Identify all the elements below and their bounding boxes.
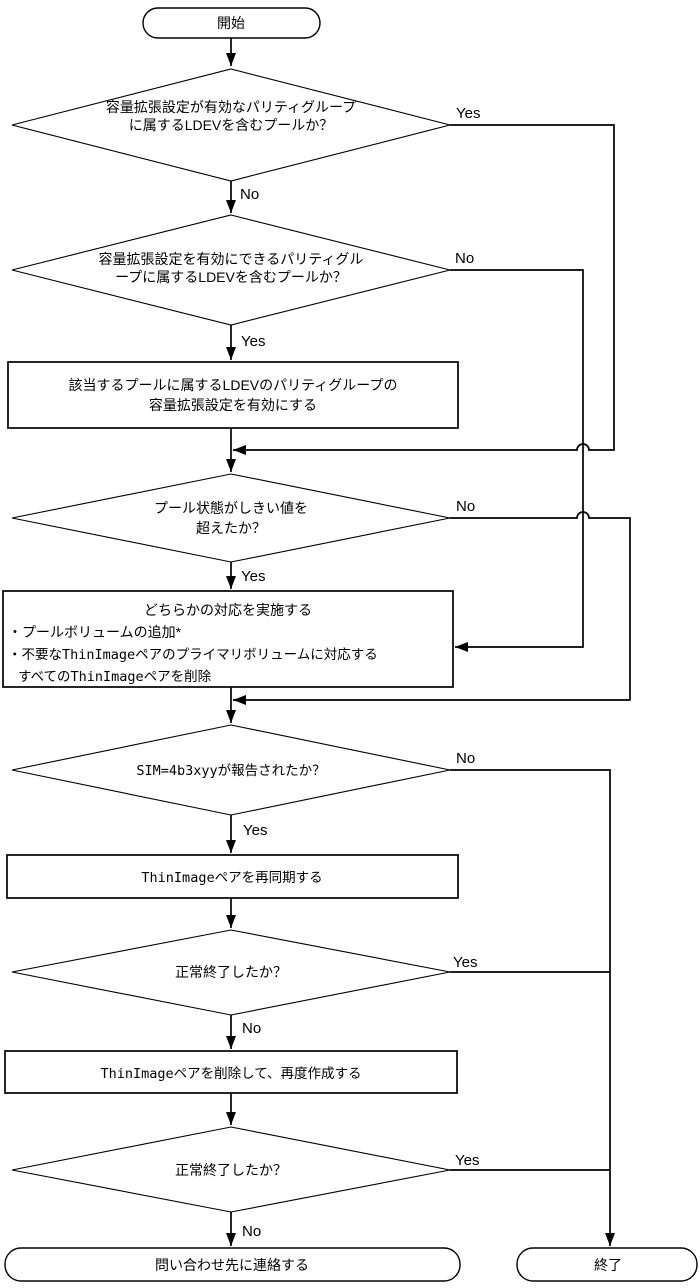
d4-text-line1: SIM=4b3xyyが報告されたか？ bbox=[136, 763, 325, 779]
node-d1-decision: 容量拡張設定が有効なパリティグループ に属するLDEVを含むプールか？ bbox=[11, 68, 451, 182]
edge-label-d2-yes: Yes bbox=[241, 333, 265, 350]
d6-text-line1: 正常終了したか？ bbox=[175, 1162, 287, 1178]
d1-text-line2: に属するLDEVを含むプールか？ bbox=[129, 117, 334, 133]
p2-process-shape bbox=[2, 590, 454, 688]
node-p3-process: ThinImageペアを再同期する bbox=[6, 854, 459, 899]
p1-text-line2: 容量拡張設定を有効にする bbox=[149, 397, 317, 413]
node-p2-process: どちらかの対応を実施する ・プールボリュームの追加* ・不要なThinImage… bbox=[2, 590, 454, 688]
edge-label-d5-yes: Yes bbox=[453, 954, 477, 971]
p2-text-line3: ・不要なThinImageペアのプライマリボリュームに対応する bbox=[8, 647, 378, 663]
end-label: 終了 bbox=[594, 1257, 622, 1273]
contact-terminator-shape bbox=[4, 1247, 461, 1282]
edge-d2-no bbox=[450, 269, 584, 652]
end-terminator-shape bbox=[516, 1247, 698, 1282]
d3-text-line2: 超えたか？ bbox=[196, 520, 266, 536]
p3-process-shape bbox=[6, 854, 459, 899]
p2-text-line1: どちらかの対応を実施する bbox=[144, 602, 312, 618]
edge-label-d4-yes: Yes bbox=[243, 822, 267, 839]
edge-label-d1-no: No bbox=[240, 186, 259, 203]
edge-d4-no bbox=[450, 769, 615, 1246]
edges bbox=[226, 38, 631, 1246]
node-contact-terminator: 問い合わせ先に連絡する bbox=[4, 1247, 461, 1282]
d2-text-line1: 容量拡張設定を有効にできるパリティグル bbox=[99, 251, 364, 267]
p2-text-line2: ・プールボリュームの追加* bbox=[8, 624, 182, 640]
edge-label-d3-no: No bbox=[456, 498, 475, 515]
edge-d3-no bbox=[233, 511, 631, 705]
edge-d1-yes bbox=[233, 124, 615, 455]
d5-text-line1: 正常終了したか？ bbox=[175, 964, 287, 980]
d3-diamond-shape bbox=[11, 473, 451, 563]
p2-text-line4: すべてのThinImageペアを削除 bbox=[18, 669, 212, 685]
d6-diamond-shape bbox=[11, 1126, 451, 1213]
d3-text-line1: プール状態がしきい値を bbox=[154, 500, 308, 516]
d2-diamond-shape bbox=[11, 214, 451, 326]
d5-diamond-shape bbox=[11, 929, 451, 1016]
node-d6-decision: 正常終了したか？ bbox=[11, 1126, 451, 1213]
node-d3-decision: プール状態がしきい値を 超えたか？ bbox=[11, 473, 451, 563]
edge-labels: Yes No No Yes No Yes No Yes Yes No Yes N… bbox=[240, 105, 480, 1240]
edge-label-d6-yes: Yes bbox=[455, 1152, 479, 1169]
p4-text-line1: ThinImageペアを削除して、再度作成する bbox=[100, 1066, 361, 1082]
d1-text-line1: 容量拡張設定が有効なパリティグループ bbox=[106, 99, 356, 115]
d4-diamond-shape bbox=[11, 724, 451, 816]
p4-process-shape bbox=[4, 1050, 458, 1094]
node-p4-process: ThinImageペアを削除して、再度作成する bbox=[4, 1050, 458, 1094]
start-terminator-shape bbox=[142, 7, 321, 39]
edge-label-d5-no: No bbox=[242, 1020, 261, 1037]
contact-label: 問い合わせ先に連絡する bbox=[155, 1257, 309, 1273]
node-end-terminator: 終了 bbox=[516, 1247, 698, 1282]
node-start-terminator: 開始 bbox=[142, 7, 321, 39]
start-label: 開始 bbox=[217, 15, 245, 31]
edge-label-d3-yes: Yes bbox=[241, 568, 265, 585]
edge-label-d6-no: No bbox=[242, 1223, 261, 1240]
node-d5-decision: 正常終了したか？ bbox=[11, 929, 451, 1016]
node-d4-decision: SIM=4b3xyyが報告されたか？ bbox=[11, 724, 451, 816]
p3-text-line1: ThinImageペアを再同期する bbox=[141, 870, 322, 886]
d1-diamond-shape bbox=[11, 68, 451, 182]
edge-label-d2-no: No bbox=[455, 250, 474, 267]
p1-text-line1: 該当するプールに属するLDEVのパリティグループの bbox=[69, 377, 398, 393]
node-p1-process: 該当するプールに属するLDEVのパリティグループの 容量拡張設定を有効にする bbox=[7, 361, 459, 429]
edge-label-d4-no: No bbox=[456, 750, 475, 767]
edge-label-d1-yes: Yes bbox=[456, 105, 480, 122]
node-d2-decision: 容量拡張設定を有効にできるパリティグル ープに属するLDEVを含むプールか？ bbox=[11, 214, 451, 326]
d2-text-line2: ープに属するLDEVを含むプールか？ bbox=[115, 269, 347, 285]
p1-process-shape bbox=[7, 361, 459, 429]
